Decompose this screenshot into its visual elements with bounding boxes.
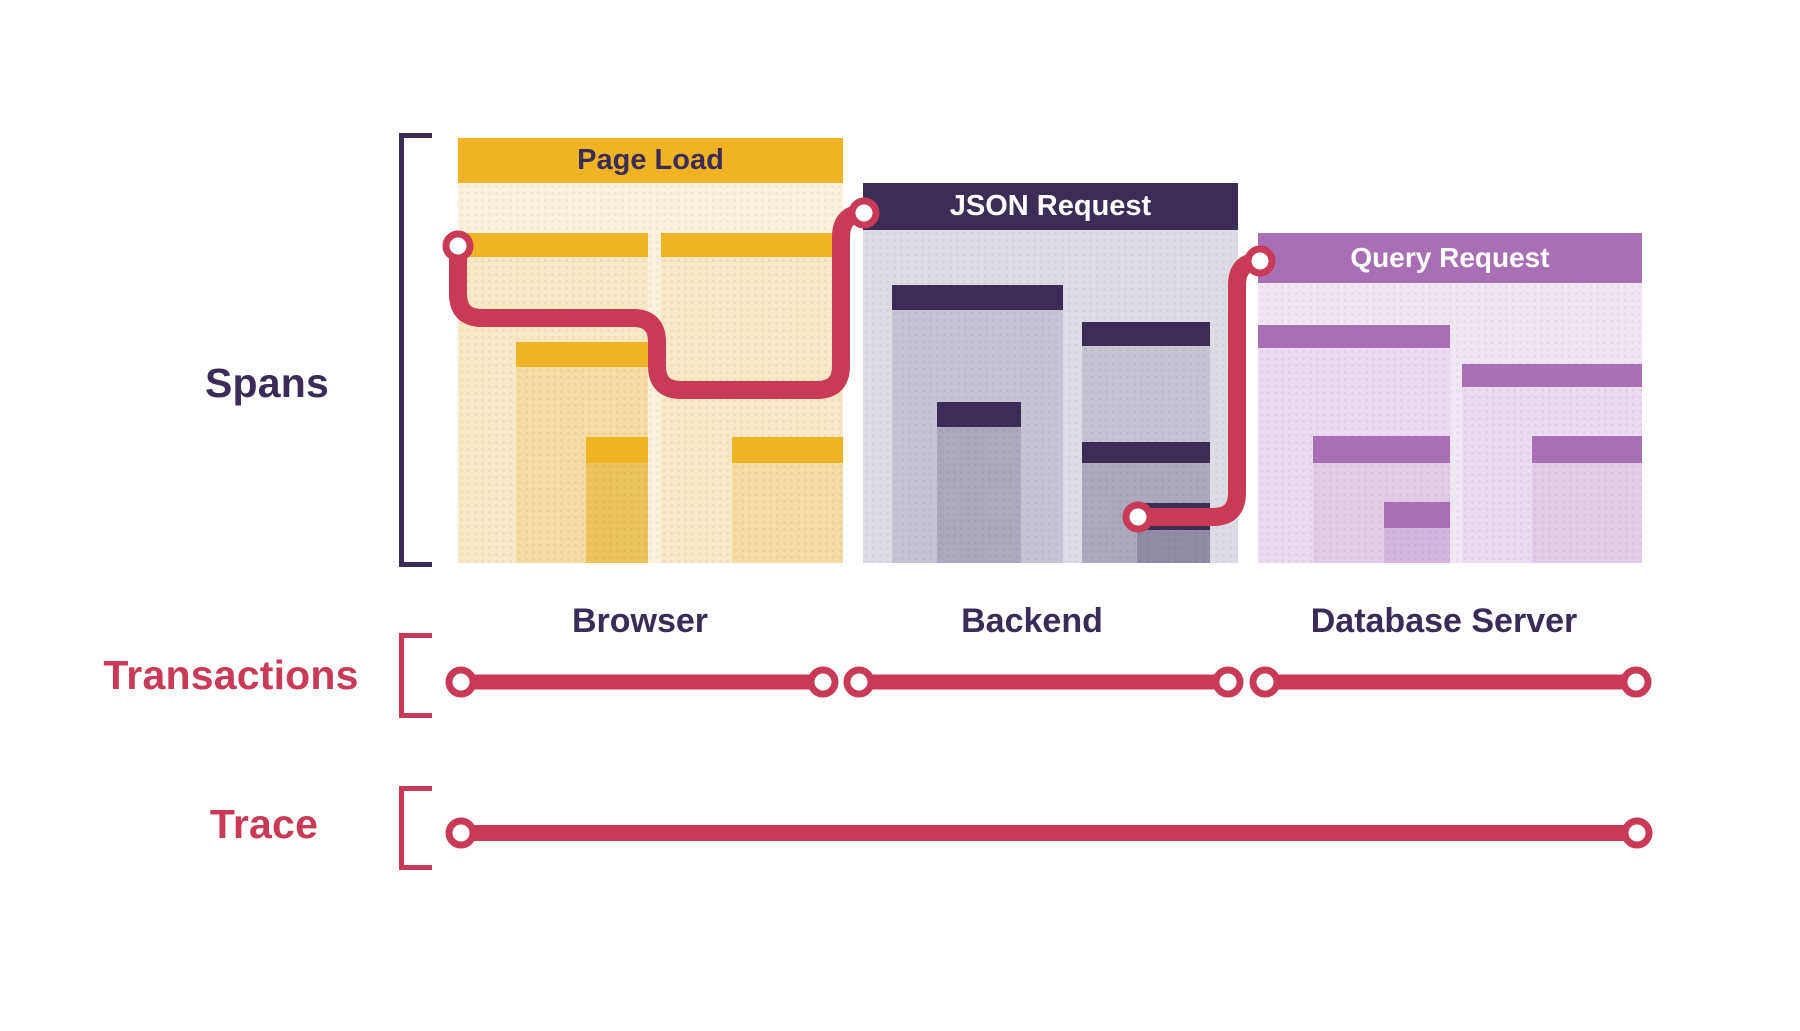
panel-json-request: JSON Request	[863, 183, 1238, 563]
span-bar-header	[1082, 322, 1210, 346]
transactions-bracket	[399, 633, 434, 718]
span-bar-header	[937, 402, 1021, 427]
spans-label: Spans	[204, 360, 330, 406]
transaction-node	[1620, 666, 1652, 698]
caption-browser: Browser	[571, 602, 709, 640]
span-bar-header	[892, 285, 1063, 310]
span-bar	[1384, 502, 1450, 563]
panel-json-request-header: JSON Request	[863, 183, 1238, 230]
panel-json-request-title: JSON Request	[949, 190, 1152, 222]
caption-backend: Backend	[961, 602, 1103, 640]
transaction-node	[1249, 666, 1281, 698]
transaction-node	[445, 666, 477, 698]
span-bar-header	[1313, 436, 1450, 463]
span-bar-body	[586, 463, 648, 563]
caption-database-server: Database Server	[1310, 602, 1578, 640]
panel-page-load-header: Page Load	[458, 138, 843, 183]
span-bar	[1532, 436, 1642, 563]
panel-query-request-header: Query Request	[1258, 233, 1642, 283]
spans-bracket	[399, 133, 434, 567]
transaction-node	[807, 666, 839, 698]
transactions-label: Transactions	[103, 652, 359, 698]
span-bar	[1137, 503, 1210, 563]
span-bar-header	[586, 437, 648, 463]
trace-bracket	[399, 786, 434, 870]
span-bar-header	[458, 233, 648, 257]
span-bar-header	[732, 437, 843, 463]
span-bar	[586, 437, 648, 563]
span-bar-body	[1137, 530, 1210, 563]
span-bar-header	[516, 342, 648, 367]
span-bar-header	[1137, 503, 1210, 530]
span-bar	[732, 437, 843, 563]
trace-node	[1621, 817, 1653, 849]
panel-query-request-title: Query Request	[1350, 242, 1550, 273]
panel-page-load: Page Load	[458, 138, 843, 563]
span-bar-header	[1462, 364, 1642, 387]
span-bar-body	[937, 427, 1021, 563]
span-bar	[937, 402, 1021, 563]
span-bar-header	[1384, 502, 1450, 528]
span-bar-header	[1258, 325, 1450, 348]
span-bar-header	[1532, 436, 1642, 463]
transaction-node	[1212, 666, 1244, 698]
span-bar-header	[1082, 442, 1210, 463]
transaction-node	[843, 666, 875, 698]
span-bar-body	[1532, 463, 1642, 563]
trace-node	[445, 817, 477, 849]
trace-label: Trace	[209, 801, 319, 847]
span-bar-body	[1384, 528, 1450, 563]
panel-page-load-title: Page Load	[577, 144, 724, 176]
span-bar-header	[661, 233, 843, 257]
span-bar-body	[732, 463, 843, 563]
panel-query-request: Query Request	[1258, 233, 1642, 563]
